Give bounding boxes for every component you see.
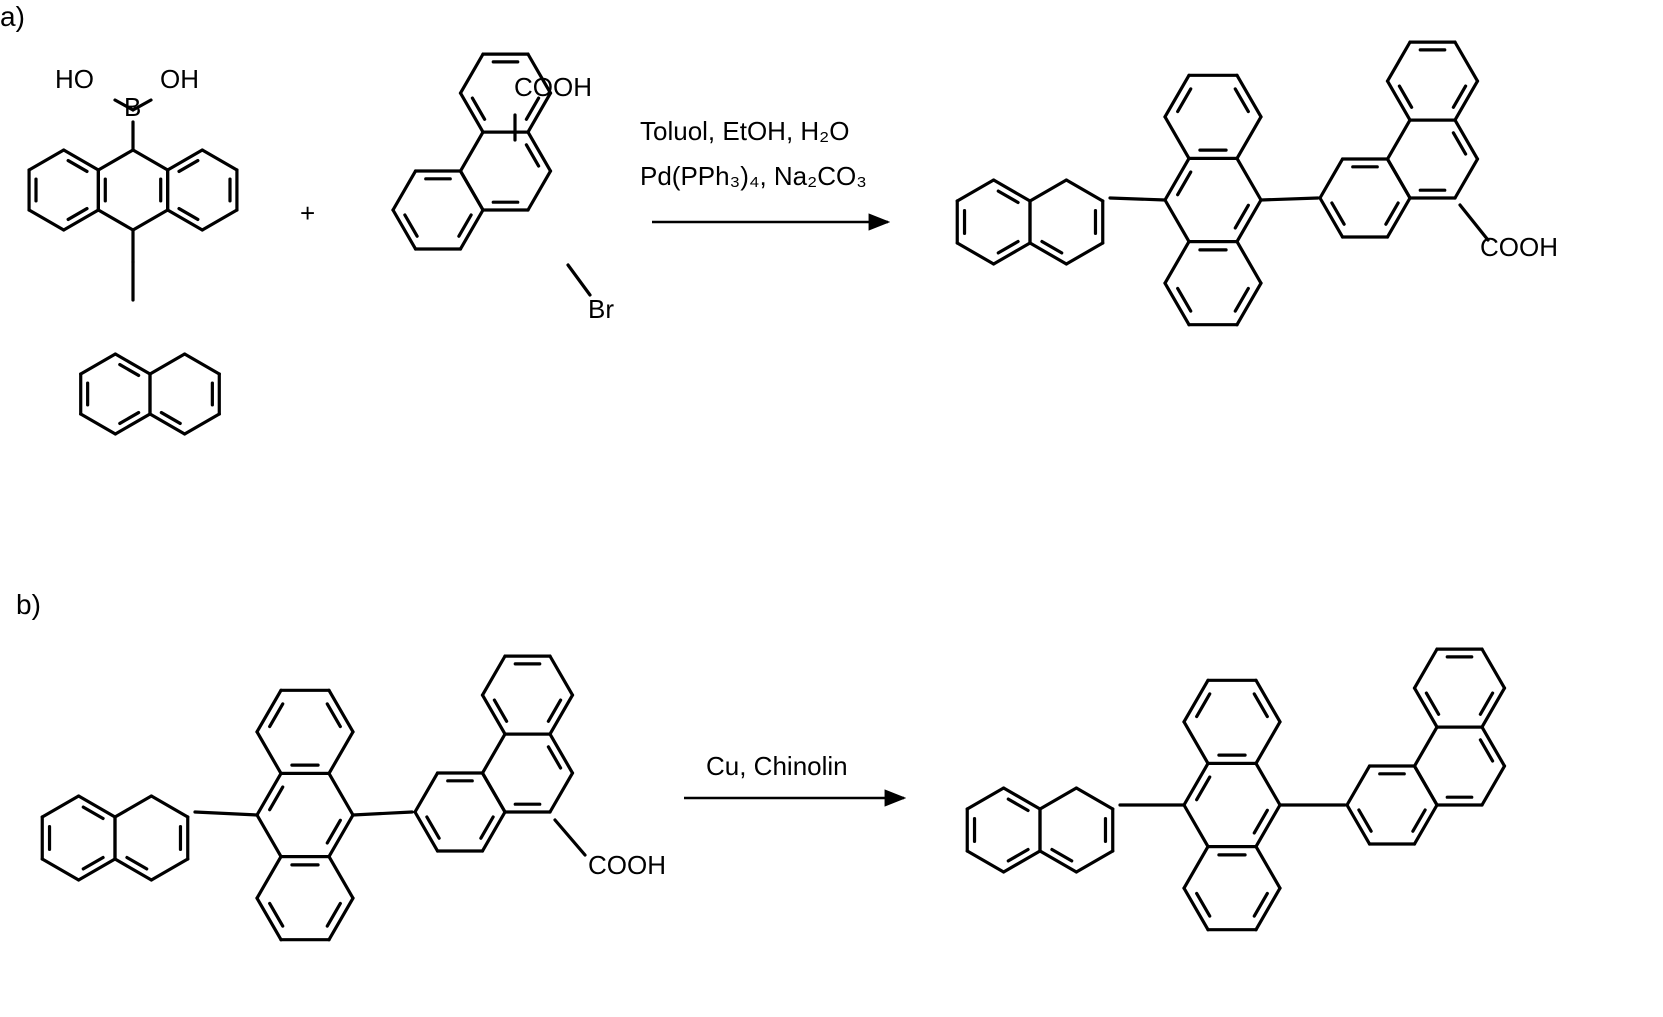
boronic-acid-reactant <box>29 100 237 434</box>
ring-bond <box>957 180 993 201</box>
ring-bond <box>202 150 237 170</box>
bond-line <box>568 265 590 295</box>
ring-bond <box>1347 766 1370 805</box>
ring-bond <box>1482 766 1505 805</box>
bond-line <box>353 812 412 815</box>
ring-bond <box>1076 851 1112 872</box>
ring-bond <box>550 773 573 812</box>
ring-bond <box>461 54 484 93</box>
panel-b-label: b) <box>16 589 41 620</box>
conditions-line-1: Toluol, EtOH, H₂O <box>640 116 850 146</box>
ring-bond <box>81 414 116 434</box>
reactant2-bromo-label: Br <box>588 294 614 324</box>
reactant-b-acid-label: COOH <box>588 850 666 880</box>
ring-bond <box>29 150 64 170</box>
ring-bond <box>185 414 220 434</box>
ring-bond <box>133 150 168 170</box>
ring-bond <box>81 354 116 374</box>
ring-bond <box>1165 242 1189 284</box>
ring-bond <box>1237 242 1261 284</box>
ring-bond <box>1184 847 1208 889</box>
ring-bond <box>202 210 237 230</box>
ring-bond <box>185 354 220 374</box>
ring-bond <box>483 656 506 695</box>
ring-bond <box>1184 805 1208 847</box>
ring-bond <box>1184 722 1208 764</box>
ring-bond <box>1256 722 1280 764</box>
panel-a-label: a) <box>0 1 25 32</box>
ring-bond <box>1066 243 1102 264</box>
acid-reactant-b <box>42 656 585 940</box>
plus-sign: + <box>300 198 315 228</box>
bond-line <box>555 820 585 855</box>
ring-bond <box>1237 117 1261 159</box>
hydroxyl-left-label: HO <box>55 64 94 94</box>
ring-bond <box>257 732 281 774</box>
ring-bond <box>42 859 78 880</box>
ring-bond <box>1256 763 1280 805</box>
conditions-line-2: Pd(PPh₃)₄, Na₂CO₃ <box>640 161 867 191</box>
ring-bond <box>1415 649 1438 688</box>
ring-bond <box>151 859 187 880</box>
ring-bond <box>1455 42 1478 81</box>
ring-bond <box>957 243 993 264</box>
acid-product-a <box>957 42 1488 325</box>
ring-bond <box>461 171 484 210</box>
ring-bond <box>1076 788 1112 809</box>
ring-bond <box>329 732 353 774</box>
ring-bond <box>133 210 168 230</box>
ring-bond <box>329 773 353 815</box>
boron-label: B <box>124 92 141 122</box>
ring-bond <box>1388 42 1411 81</box>
ring-bond <box>151 796 187 817</box>
decarboxylated-product <box>967 649 1504 930</box>
bond-line <box>1110 198 1165 200</box>
ring-bond <box>967 788 1003 809</box>
bond-line <box>195 812 257 815</box>
ring-bond <box>257 815 281 857</box>
ring-bond <box>115 796 151 817</box>
ring-bond <box>98 210 133 230</box>
ring-bond <box>1165 117 1189 159</box>
product-a-acid-label: COOH <box>1480 232 1558 262</box>
ring-bond <box>550 656 573 695</box>
ring-bond <box>483 734 506 773</box>
hydroxyl-right-label: OH <box>160 64 199 94</box>
ring-bond <box>528 171 551 210</box>
ring-bond <box>483 773 506 812</box>
ring-bond <box>415 773 438 812</box>
ring-bond <box>967 851 1003 872</box>
ring-bond <box>1066 180 1102 201</box>
ring-bond <box>393 171 416 210</box>
ring-bond <box>29 210 64 230</box>
reactant2-acid-label: COOH <box>514 72 592 102</box>
ring-bond <box>1320 159 1343 198</box>
ring-bond <box>461 132 484 171</box>
ring-bond <box>1256 847 1280 889</box>
ring-bond <box>1482 649 1505 688</box>
ring-bond <box>1030 180 1066 201</box>
bond-line <box>1261 198 1318 200</box>
ring-bond <box>98 150 133 170</box>
ring-bond <box>1415 727 1438 766</box>
ring-bond <box>1388 159 1411 198</box>
ring-bond <box>42 796 78 817</box>
ring-bond <box>1415 766 1438 805</box>
ring-bond <box>1455 159 1478 198</box>
conditions-b: Cu, Chinolin <box>706 751 848 781</box>
ring-bond <box>1388 120 1411 159</box>
ring-bond <box>257 857 281 899</box>
ring-bond <box>150 354 185 374</box>
ring-bond <box>1165 200 1189 242</box>
ring-bond <box>1040 788 1076 809</box>
ring-bond <box>329 857 353 899</box>
ring-bond <box>1237 158 1261 200</box>
